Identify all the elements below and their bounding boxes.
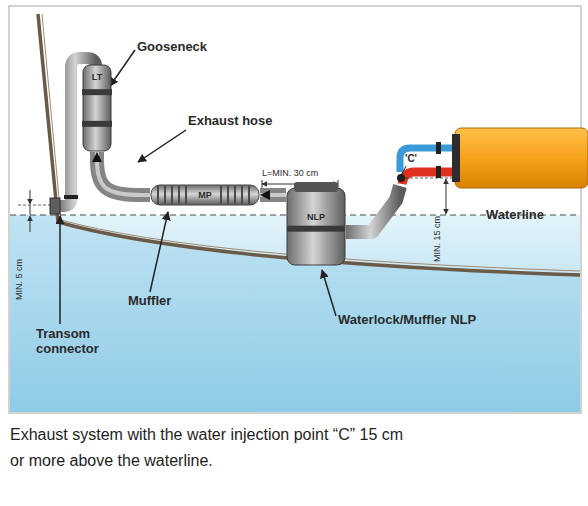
waterlock-body: [287, 188, 345, 265]
gooseneck-part: LT: [82, 64, 112, 152]
part-name: Exhaust hose: [188, 114, 273, 129]
leader-line: [401, 166, 406, 176]
part-outline: [286, 182, 346, 266]
muffler-body: [151, 185, 259, 205]
dimension-line: [30, 205, 31, 215]
muffler-corrugation: [164, 186, 166, 204]
part-name: Gooseneck: [137, 40, 207, 55]
part-name: 'C': [405, 153, 417, 165]
leader-line: [110, 50, 135, 86]
leader-line: [59, 216, 61, 324]
part-name: Waterline: [486, 208, 544, 223]
muffler-corrugation: [185, 186, 187, 204]
part-label: NLP: [307, 212, 325, 222]
dimension-arrow: [30, 190, 31, 204]
figure-caption: Exhaust system with the water injection …: [10, 422, 412, 474]
gooseneck-body: [83, 65, 111, 151]
muffler-corrugation: [241, 186, 243, 204]
hose-clamp: [64, 195, 78, 199]
waterlock-part: NLP: [286, 182, 346, 266]
leader-line: [322, 270, 336, 316]
hose-highlight: [260, 193, 286, 197]
picture-frame: [9, 6, 581, 413]
hose-highlight: [97, 152, 150, 195]
leader-line: [150, 212, 168, 292]
hose-pipe: [260, 188, 286, 202]
waterlock-top: [294, 182, 338, 192]
part-label: MP: [198, 190, 212, 200]
dimension-extension: [405, 178, 452, 179]
exhaust-hose: [260, 195, 286, 196]
muffler-corrugation: [227, 186, 229, 204]
part-name: Waterlock/Muffler NLP: [338, 313, 476, 328]
hot-exhaust-pipe: [402, 172, 452, 184]
dimension-label: MIN. 5 cm: [14, 259, 24, 300]
transom-connector: [50, 198, 60, 214]
part-name: Muffler: [128, 294, 171, 309]
muffler-corrugation: [157, 186, 159, 204]
muffler-corrugation: [171, 186, 173, 204]
muffler-part: MP: [150, 184, 260, 206]
muffler-corrugation: [178, 186, 180, 204]
muffler-corrugation: [234, 186, 236, 204]
exhaust-hose: [97, 152, 150, 195]
gooseneck-band: [82, 121, 112, 127]
muffler-corrugation: [248, 186, 250, 204]
part-name: Transom connector: [36, 327, 114, 357]
engine: [455, 128, 588, 188]
hose-clamp: [436, 166, 441, 178]
exhaust-elbow-pipe: [346, 186, 400, 232]
dimension-label: MIN. 15 cm: [432, 216, 442, 262]
dimension-arrow: [30, 216, 31, 232]
muffler-corrugation: [220, 186, 222, 204]
waterlock-band: [287, 226, 345, 232]
leader-line: [138, 130, 186, 162]
gooseneck-band: [82, 89, 112, 95]
dimension-line: [446, 179, 447, 214]
part-label: LT: [92, 72, 102, 82]
dimension-extension: [18, 205, 52, 206]
dimension-label: L=MIN. 30 cm: [262, 168, 318, 178]
hose-clamp: [436, 142, 441, 154]
engine-end-plate: [452, 134, 460, 182]
cooling-water-pipe: [400, 148, 452, 172]
hose-pipe: [97, 152, 150, 195]
